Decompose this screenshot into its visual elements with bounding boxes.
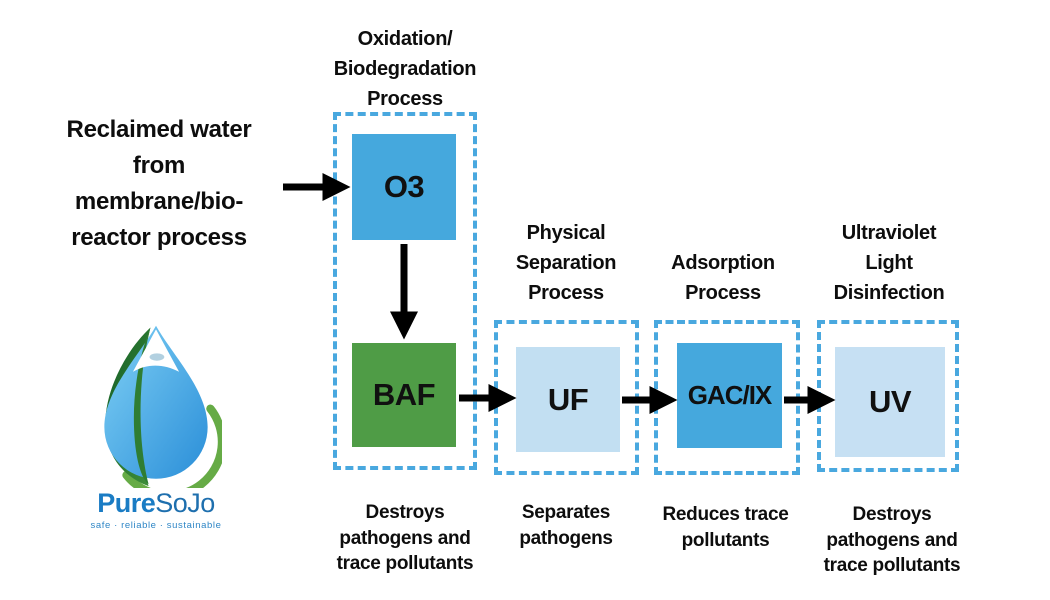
node-uf: UF xyxy=(516,347,620,452)
brand-tagline: safe · reliable · sustainable xyxy=(90,520,222,531)
brand-name-pure: Pure xyxy=(97,488,156,518)
brand-name: PureSoJo xyxy=(78,490,234,517)
stage-title-uv-disinfection: Ultraviolet Light Disinfection xyxy=(833,222,945,304)
node-uv: UV xyxy=(835,347,945,457)
caption-adsorption: Reduces trace pollutants xyxy=(662,504,789,551)
node-baf: BAF xyxy=(352,343,456,447)
puresojo-logo: PureSoJo safe · reliable · sustainable xyxy=(78,322,234,531)
node-o3: O3 xyxy=(352,134,456,240)
node-gac-ix: GAC/IX xyxy=(677,343,782,448)
stage-title-oxidation-biodegradation: Oxidation/ Biodegradation Process xyxy=(333,28,477,110)
stage-title-adsorption: Adsorption Process xyxy=(671,252,775,304)
caption-uv-disinfection: Destroys pathogens and trace pollutants xyxy=(823,504,961,577)
stage-boundary-oxidation-biodegradation xyxy=(333,112,477,470)
source-label: Reclaimed water from membrane/bio- react… xyxy=(66,116,252,251)
water-drop-leaf-icon xyxy=(104,325,222,488)
caption-oxidation-biodegradation: Destroys pathogens and trace pollutants xyxy=(336,502,474,575)
brand-name-sojo: SoJo xyxy=(155,488,215,518)
caption-physical-separation: Separates pathogens xyxy=(519,502,613,549)
stage-title-physical-separation: Physical Separation Process xyxy=(515,222,617,304)
